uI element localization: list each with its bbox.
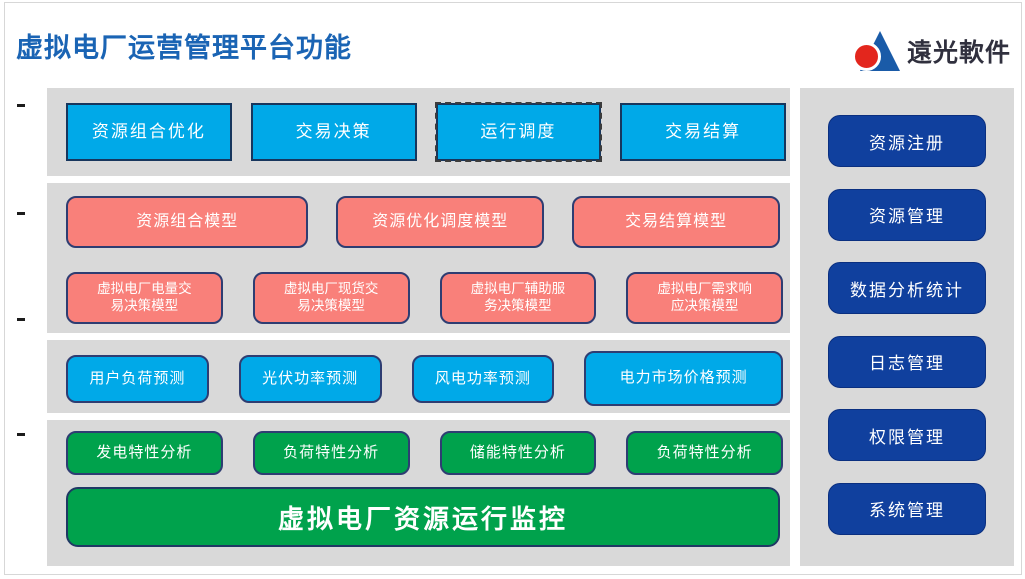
decision-box-energy-trading[interactable]: 虚拟电厂电量交易决策模型 bbox=[66, 272, 223, 324]
monitor-box-vpp-resource-operation[interactable]: 虚拟电厂资源运行监控 bbox=[66, 487, 780, 547]
sidebar-box-log-management[interactable]: 日志管理 bbox=[828, 335, 986, 388]
models-band: 资源组合模型 资源优化调度模型 交易结算模型 虚拟电厂电量交易决策模型 虚拟电厂… bbox=[47, 183, 790, 333]
sidebar-box-resource-management[interactable]: 资源管理 bbox=[828, 188, 986, 241]
model-box-resource-optimization-dispatch[interactable]: 资源优化调度模型 bbox=[336, 196, 545, 248]
forecast-row: 用户负荷预测 光伏功率预测 风电功率预测 电力市场价格预测 bbox=[66, 351, 783, 406]
top-functions-row: 资源组合优化 交易决策 运行调度 交易结算 bbox=[66, 102, 786, 162]
logo-red-ball-icon bbox=[851, 42, 881, 71]
decision-box-spot-trading[interactable]: 虚拟电厂现货交易决策模型 bbox=[252, 272, 410, 324]
outline-dash-2 bbox=[17, 212, 25, 215]
outline-dash-1 bbox=[17, 104, 25, 107]
sidebar-box-permission-management[interactable]: 权限管理 bbox=[828, 409, 986, 462]
model-row: 资源组合模型 资源优化调度模型 交易结算模型 bbox=[66, 196, 780, 248]
logo-text: 遠光軟件 bbox=[906, 39, 1011, 67]
sidebar-band: 资源注册 资源管理 数据分析统计 日志管理 权限管理 系统管理 bbox=[800, 88, 1014, 566]
top-functions-band: 资源组合优化 交易决策 运行调度 交易结算 bbox=[47, 88, 790, 176]
decision-model-row: 虚拟电厂电量交易决策模型 虚拟电厂现货交易决策模型 虚拟电厂辅助服务决策模型 虚… bbox=[66, 272, 783, 324]
company-logo: 遠光軟件 bbox=[851, 28, 1011, 74]
model-box-resource-portfolio[interactable]: 资源组合模型 bbox=[66, 196, 309, 248]
forecast-box-market-price[interactable]: 电力市场价格预测 bbox=[584, 351, 783, 406]
analysis-box-storage[interactable]: 储能特性分析 bbox=[439, 431, 597, 475]
forecast-box-user-load[interactable]: 用户负荷预测 bbox=[66, 355, 209, 403]
slide-title: 虚拟电厂运营管理平台功能 bbox=[16, 33, 352, 63]
analysis-monitor-band: 发电特性分析 负荷特性分析 储能特性分析 负荷特性分析 虚拟电厂资源运行监控 bbox=[47, 420, 790, 566]
function-box-operation-dispatch[interactable]: 运行调度 bbox=[434, 102, 603, 162]
sidebar-box-system-management[interactable]: 系统管理 bbox=[828, 482, 986, 535]
forecast-box-wind-power[interactable]: 风电功率预测 bbox=[411, 355, 555, 403]
outline-dash-3 bbox=[17, 318, 25, 321]
decision-box-ancillary-service[interactable]: 虚拟电厂辅助服务决策模型 bbox=[439, 272, 597, 324]
outline-dash-4 bbox=[17, 433, 25, 436]
function-box-resource-portfolio-optimization[interactable]: 资源组合优化 bbox=[66, 103, 232, 161]
logo-mark-icon bbox=[851, 28, 900, 74]
sidebar-box-data-analysis-statistics[interactable]: 数据分析统计 bbox=[828, 262, 986, 315]
forecast-band: 用户负荷预测 光伏功率预测 风电功率预测 电力市场价格预测 bbox=[47, 340, 790, 413]
analysis-box-generation[interactable]: 发电特性分析 bbox=[66, 431, 223, 475]
function-box-trade-settlement[interactable]: 交易结算 bbox=[620, 103, 786, 161]
function-box-trading-decision[interactable]: 交易决策 bbox=[250, 103, 417, 161]
forecast-box-pv-power[interactable]: 光伏功率预测 bbox=[238, 355, 382, 403]
decision-box-demand-response[interactable]: 虚拟电厂需求响应决策模型 bbox=[626, 272, 783, 324]
analysis-box-load-2[interactable]: 负荷特性分析 bbox=[626, 431, 783, 475]
sidebar-box-resource-registration[interactable]: 资源注册 bbox=[828, 115, 986, 167]
model-box-trade-settlement[interactable]: 交易结算模型 bbox=[572, 196, 780, 248]
analysis-box-load-1[interactable]: 负荷特性分析 bbox=[252, 431, 410, 475]
analysis-row: 发电特性分析 负荷特性分析 储能特性分析 负荷特性分析 bbox=[66, 431, 783, 475]
